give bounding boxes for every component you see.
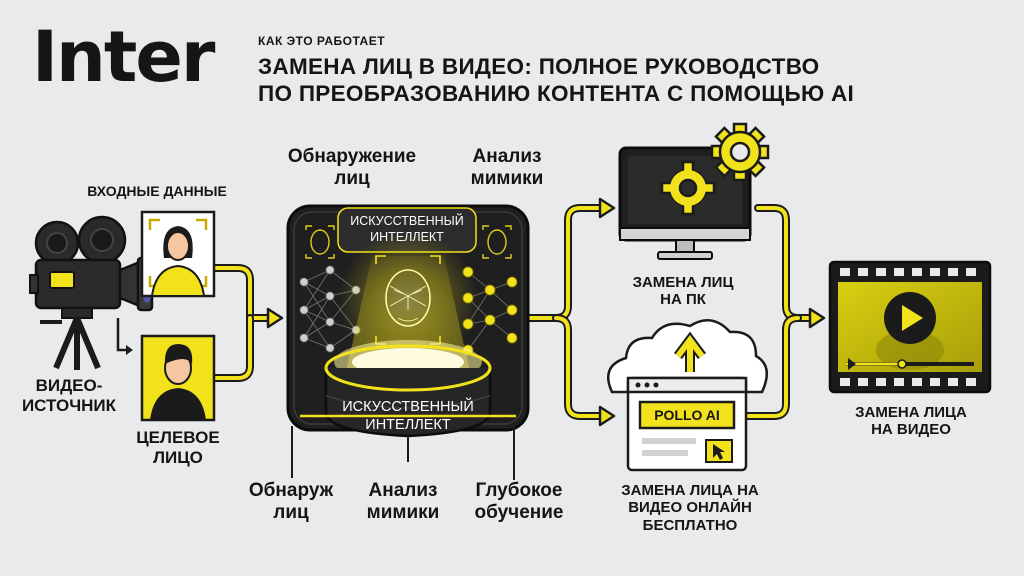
pc-swap-line-2: НА ПК [660,291,706,309]
ai-pedestal-label: ИСКУССТВЕННЫЙ ИНТЕЛЛЕКТ [328,398,488,434]
video-result-line-1: ЗАМЕНА ЛИЦА [855,404,967,421]
deep-learning-line-1: Глубокое [475,480,563,501]
ai-top-plate-line-2: ИНТЕЛЛЕКТ [370,230,444,245]
ai-pedestal-line-1: ИСКУССТВЕННЫЙ [342,399,474,415]
face-detection-top-line-2: лиц [334,167,370,189]
target-face-line-2: ЛИЦО [153,447,203,467]
expression-analysis-bottom-label: Анализ мимики [348,480,458,524]
face-detection-top-line-1: Обнаружение [287,146,417,167]
kicker-label: КАК ЭТО РАБОТАЕТ [258,34,386,48]
pc-swap-label: ЗАМЕНА ЛИЦ НА ПК [608,274,758,309]
expression-analysis-top-line-2: мимики [470,167,544,189]
online-swap-line-1: ЗАМЕНА ЛИЦА НА [621,482,759,499]
connectors [210,197,826,427]
title-line-1: ЗАМЕНА ЛИЦ В ВИДЕО: ПОЛНОЕ РУКОВОДСТВО [258,54,820,79]
video-result-label: ЗАМЕНА ЛИЦА НА ВИДЕО [820,404,1002,439]
target-face-line-1: ЦЕЛЕВОЕ [136,428,220,447]
video-source-label: ВИДЕО- ИСТОЧНИК [14,376,124,415]
pollo-ai-button[interactable]: POLLO AI [654,407,720,423]
title-line-2: ПО ПРЕОБРАЗОВАНИЮ КОНТЕНТА С ПОМОЩЬЮ AI [258,81,855,106]
deep-learning-line-2: обучение [474,501,564,523]
deep-learning-label: Глубокое обучение [456,480,582,524]
expression-analysis-bottom-line-1: Анализ [368,480,438,501]
video-camera-icon [29,215,154,370]
video-source-line-1: ВИДЕО- [35,376,103,395]
face-detection-bottom-label: Обнаруж лиц [226,480,356,524]
ai-top-plate-line-1: ИСКУССТВЕННЫЙ [350,214,464,228]
face-detection-bottom-line-2: лиц [273,501,309,523]
expression-analysis-bottom-line-2: мимики [366,501,440,523]
ai-core-machine [286,204,530,480]
cloud-upload-icon [607,319,769,394]
target-face-portrait [140,334,216,422]
brand-logo: Inter [32,16,215,98]
online-swap-label: ЗАМЕНА ЛИЦА НА ВИДЕО ОНЛАЙН БЕСПЛАТНО [590,482,790,534]
page-title: ЗАМЕНА ЛИЦ В ВИДЕО: ПОЛНОЕ РУКОВОДСТВО П… [258,53,958,107]
browser-window [626,376,748,472]
video-result-icon [828,260,992,394]
ai-top-plate-label: ИСКУССТВЕННЫЙ ИНТЕЛЛЕКТ [338,213,476,246]
expression-analysis-top-label: Анализ мимики [442,146,572,190]
face-detection-top-label: Обнаружение лиц [262,146,442,190]
video-result-line-2: НА ВИДЕО [871,421,951,439]
video-source-line-2: ИСТОЧНИК [21,395,117,415]
online-swap-line-3: БЕСПЛАТНО [642,516,738,534]
online-swap-line-2: ВИДЕО ОНЛАЙН [628,499,752,517]
expression-analysis-top-line-1: Анализ [472,146,542,167]
target-face-label: ЦЕЛЕВОЕ ЛИЦО [118,428,238,467]
face-detection-bottom-line-1: Обнаруж [248,480,334,501]
gear-icon [660,122,770,216]
ai-pedestal-line-2: ИНТЕЛЛЕКТ [365,417,451,434]
input-data-label: ВХОДНЫЕ ДАННЫЕ [87,183,227,199]
pc-swap-line-1: ЗАМЕНА ЛИЦ [632,274,734,291]
input-face-portrait [140,210,216,298]
